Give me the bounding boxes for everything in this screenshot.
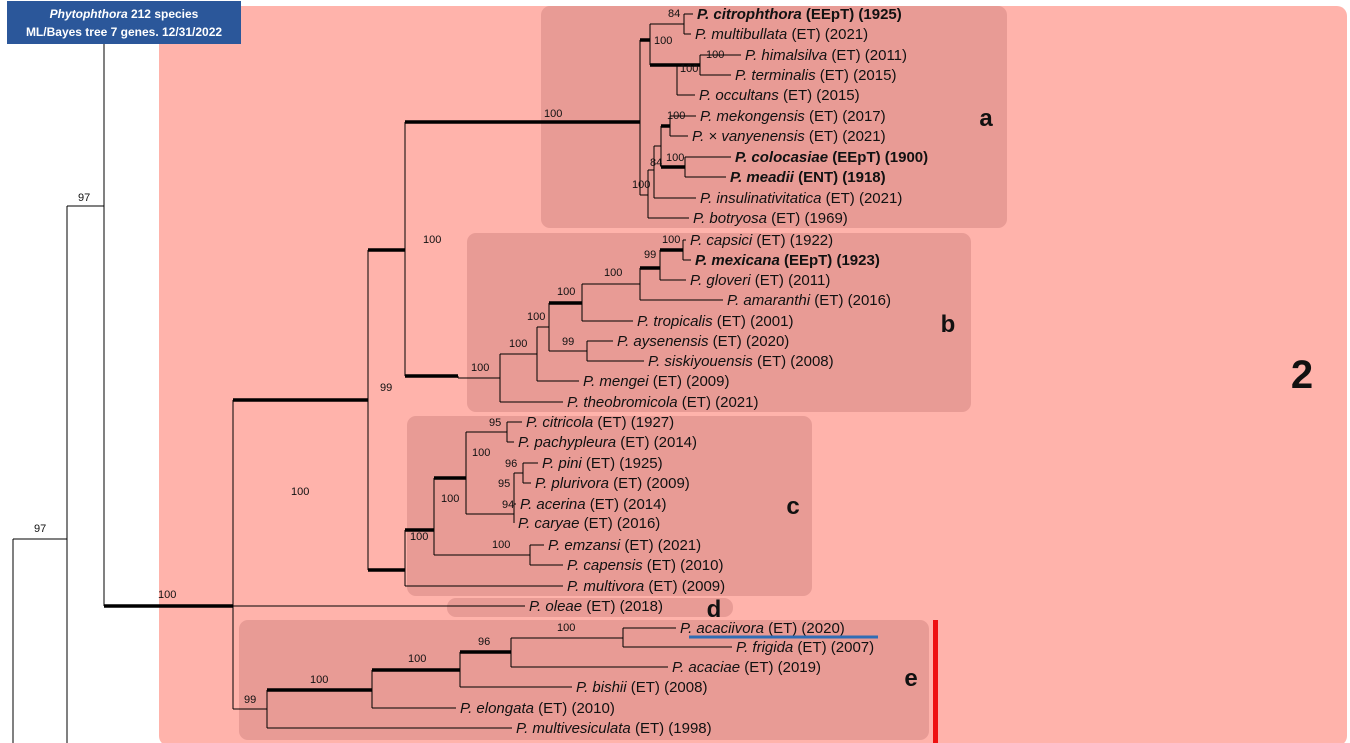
figure-header: Phytophthora 212 species ML/Bayes tree 7…	[7, 1, 241, 44]
support-value: 96	[505, 458, 517, 470]
support-value: 99	[644, 249, 656, 261]
support-value: 100	[410, 531, 428, 543]
support-value: 84	[650, 157, 662, 169]
support-value: 97	[78, 192, 90, 204]
support-value: 100	[666, 152, 684, 164]
taxon-colocasiae: P. colocasiae (EEpT) (1900)	[735, 149, 928, 166]
clade-e-label: e	[904, 665, 917, 692]
clade-a-label: a	[979, 105, 993, 132]
support-value: 100	[471, 362, 489, 374]
taxon-acaciae: P. acaciae (ET) (2019)	[672, 659, 821, 676]
clade-c-box	[407, 416, 812, 596]
taxon-pini: P. pini (ET) (1925)	[542, 455, 663, 472]
support-value: 100	[472, 447, 490, 459]
header-genus: Phytophthora	[49, 7, 128, 21]
support-value: 99	[562, 336, 574, 348]
taxon-multivora: P. multivora (ET) (2009)	[567, 578, 725, 595]
taxon-mekongensis: P. mekongensis (ET) (2017)	[700, 108, 886, 125]
taxon-vanyenensis: P. × vanyenensis (ET) (2021)	[692, 128, 886, 145]
taxon-botryosa: P. botryosa (ET) (1969)	[693, 210, 848, 227]
support-value: 95	[489, 417, 501, 429]
taxon-amaranthi: P. amaranthi (ET) (2016)	[727, 292, 891, 309]
clade-d-label: d	[707, 596, 722, 623]
support-value: 100	[680, 63, 698, 75]
support-value: 100	[557, 622, 575, 634]
taxon-capsici: P. capsici (ET) (1922)	[690, 232, 833, 249]
taxon-mengei: P. mengei (ET) (2009)	[583, 373, 729, 390]
support-value: 96	[478, 636, 490, 648]
support-value: 100	[158, 589, 176, 601]
support-value: 97	[34, 523, 46, 535]
support-value: 100	[408, 653, 426, 665]
taxon-multibullata: P. multibullata (ET) (2021)	[695, 26, 868, 43]
clade-a-box	[541, 6, 1007, 228]
support-value: 95	[498, 478, 510, 490]
support-value: 100	[423, 234, 441, 246]
taxon-acaciivora: P. acaciivora (ET) (2020)	[680, 620, 845, 637]
taxon-oleae: P. oleae (ET) (2018)	[529, 598, 663, 615]
taxon-mexicana: P. mexicana (EEpT) (1923)	[695, 252, 880, 269]
support-value: 100	[509, 338, 527, 350]
support-value: 84	[668, 8, 680, 20]
taxon-terminalis: P. terminalis (ET) (2015)	[735, 67, 896, 84]
taxon-theobromicola: P. theobromicola (ET) (2021)	[567, 394, 758, 411]
header-species-count: 212 species	[127, 7, 199, 21]
taxon-aysenensis: P. aysenensis (ET) (2020)	[617, 333, 789, 350]
support-value: 100	[706, 49, 724, 61]
support-value: 100	[441, 493, 459, 505]
taxon-plurivora: P. plurivora (ET) (2009)	[535, 475, 690, 492]
taxon-insulinativitatica: P. insulinativitatica (ET) (2021)	[700, 190, 902, 207]
support-value: 100	[310, 674, 328, 686]
support-value: 100	[654, 35, 672, 47]
taxon-siskiyouensis: P. siskiyouensis (ET) (2008)	[648, 353, 834, 370]
support-value: 100	[527, 311, 545, 323]
taxon-meadii: P. meadii (ENT) (1918)	[730, 169, 886, 186]
support-value: 99	[380, 382, 392, 394]
taxon-acerina: P. acerina (ET) (2014)	[520, 496, 666, 513]
group-label: 2	[1291, 353, 1313, 397]
highlight-marker-bar	[933, 620, 938, 743]
support-value: 100	[544, 108, 562, 120]
support-value: 100	[557, 286, 575, 298]
clade-e-box	[239, 620, 929, 740]
taxon-pachypleura: P. pachypleura (ET) (2014)	[518, 434, 697, 451]
taxon-capensis: P. capensis (ET) (2010)	[567, 557, 723, 574]
clade-b-box	[467, 233, 971, 412]
clade-b-label: b	[941, 311, 956, 338]
taxon-bishii: P. bishii (ET) (2008)	[576, 679, 707, 696]
support-value: 100	[604, 267, 622, 279]
support-value: 100	[667, 110, 685, 122]
taxon-caryae: P. caryae (ET) (2016)	[518, 515, 660, 532]
clade-c-label: c	[786, 493, 799, 520]
clade-d-box	[447, 598, 733, 617]
support-value: 100	[632, 179, 650, 191]
support-value: 100	[662, 234, 680, 246]
taxon-frigida: P. frigida (ET) (2007)	[736, 639, 874, 656]
taxon-gloveri: P. gloveri (ET) (2011)	[690, 272, 830, 289]
header-tree-info: ML/Bayes tree 7 genes. 12/31/2022	[25, 25, 223, 39]
support-value: 100	[492, 539, 510, 551]
taxon-multivesiculata: P. multivesiculata (ET) (1998)	[516, 720, 712, 737]
taxon-tropicalis: P. tropicalis (ET) (2001)	[637, 313, 793, 330]
taxon-himalsilva: P. himalsilva (ET) (2011)	[745, 47, 907, 64]
support-value: 99	[244, 694, 256, 706]
taxon-occultans: P. occultans (ET) (2015)	[699, 87, 860, 104]
support-value: 94	[502, 499, 514, 511]
taxon-emzansi: P. emzansi (ET) (2021)	[548, 537, 701, 554]
taxon-citricola: P. citricola (ET) (1927)	[526, 414, 674, 431]
taxon-elongata: P. elongata (ET) (2010)	[460, 700, 615, 717]
taxon-citrophthora: P. citrophthora (EEpT) (1925)	[697, 6, 902, 23]
support-value: 100	[291, 486, 309, 498]
